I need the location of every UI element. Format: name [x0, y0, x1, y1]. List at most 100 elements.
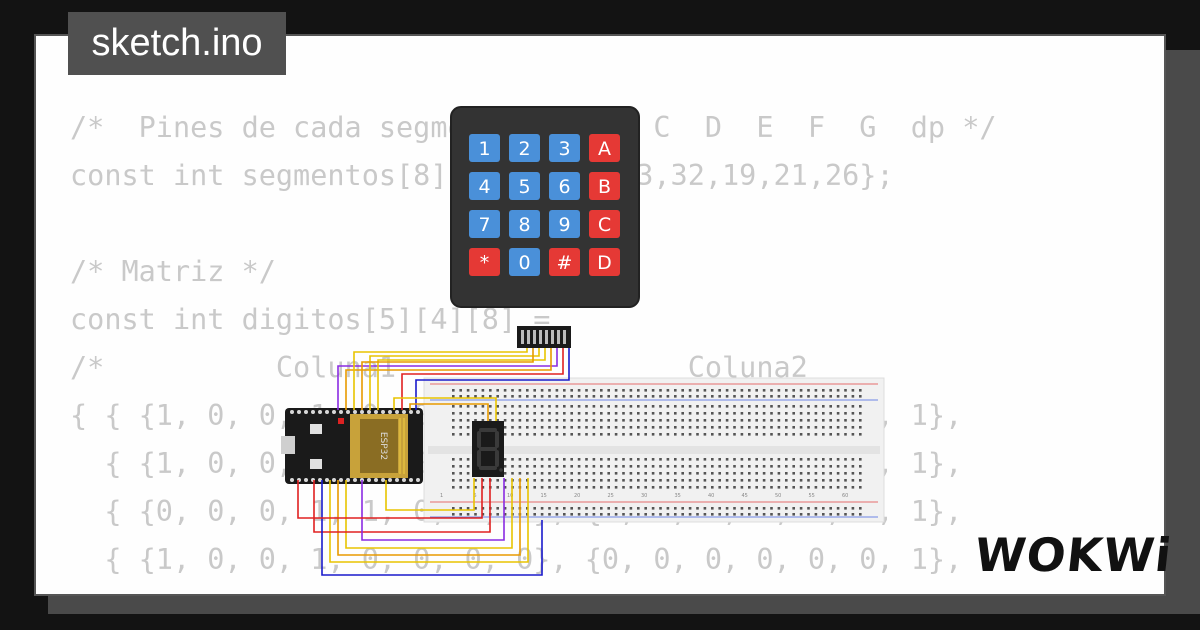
breadboard-hole — [696, 507, 699, 510]
breadboard-hole — [666, 458, 670, 461]
breadboard-hole — [496, 479, 499, 482]
breadboard-hole — [681, 412, 684, 415]
key-7[interactable]: 7 — [469, 210, 500, 238]
breadboard-hole — [644, 486, 647, 489]
key-9[interactable]: 9 — [549, 210, 580, 238]
breadboard-hole — [637, 458, 640, 461]
breadboard-hole — [489, 412, 492, 415]
breadboard-hole — [548, 507, 551, 510]
breadboard-hole — [585, 433, 588, 436]
breadboard-hole — [503, 412, 507, 415]
breadboard-hole — [496, 395, 499, 398]
key-A[interactable]: A — [589, 134, 620, 162]
key-3[interactable]: 3 — [549, 134, 580, 162]
breadboard-hole — [548, 472, 551, 475]
breadboard-hole — [585, 513, 588, 516]
key-8[interactable]: 8 — [509, 210, 540, 238]
keypad-pin — [551, 330, 554, 344]
breadboard-hole — [688, 395, 692, 398]
breadboard-hole — [466, 412, 470, 415]
breadboard-hole — [844, 426, 847, 429]
key-1[interactable]: 1 — [469, 134, 500, 162]
breadboard-hole — [844, 486, 847, 489]
breadboard-hole — [696, 405, 699, 408]
esp32-pin — [332, 410, 336, 414]
key-#[interactable]: # — [549, 248, 580, 276]
esp32-board[interactable]: ESP32 — [281, 408, 423, 484]
key-0[interactable]: 0 — [509, 248, 540, 276]
breadboard-hole — [718, 389, 721, 392]
breadboard-hole — [481, 389, 485, 392]
breadboard-hole — [859, 405, 862, 408]
breadboard-hole — [614, 395, 618, 398]
esp32-pin — [388, 478, 392, 482]
breadboard-hole — [518, 405, 522, 408]
breadboard-hole — [511, 412, 514, 415]
breadboard-hole — [792, 513, 795, 516]
breadboard-hole — [644, 433, 647, 436]
breadboard-hole — [659, 465, 662, 468]
breadboard-hole — [836, 458, 840, 461]
key-B[interactable]: B — [589, 172, 620, 200]
breadboard-hole — [540, 395, 544, 398]
key-C[interactable]: C — [589, 210, 620, 238]
key-4[interactable]: 4 — [469, 172, 500, 200]
breadboard-hole — [688, 507, 692, 510]
key-5[interactable]: 5 — [509, 172, 540, 200]
breadboard-hole — [577, 395, 581, 398]
breadboard-hole — [548, 458, 551, 461]
breadboard-hole — [814, 412, 818, 415]
breadboard-hole — [600, 472, 603, 475]
breadboard-hole — [459, 395, 462, 398]
seven-segment-display[interactable] — [472, 421, 504, 477]
breadboard-hole — [585, 419, 588, 422]
key-D[interactable]: D — [589, 248, 620, 276]
breadboard-hole — [533, 395, 536, 398]
breadboard-hole — [777, 419, 781, 422]
breadboard-hole — [600, 426, 603, 429]
breadboard-hole — [696, 412, 699, 415]
key-*[interactable]: * — [469, 248, 500, 276]
key-label: D — [597, 252, 612, 274]
breadboard-hole — [814, 395, 818, 398]
breadboard-hole — [629, 479, 633, 482]
breadboard-hole — [762, 412, 766, 415]
breadboard-hole — [740, 513, 744, 516]
breadboard-hole — [555, 472, 559, 475]
breadboard-hole — [711, 507, 714, 510]
breadboard-hole — [622, 419, 625, 422]
breadboard-hole — [548, 486, 551, 489]
breadboard-hole — [622, 433, 625, 436]
key-6[interactable]: 6 — [549, 172, 580, 200]
esp32-pin — [325, 478, 329, 482]
breadboard-hole — [799, 405, 803, 408]
esp32-pin — [297, 410, 301, 414]
breadboard-hole — [555, 507, 559, 510]
file-name-tag[interactable]: sketch.ino — [68, 12, 286, 75]
wire — [321, 480, 543, 576]
breadboard-hole — [614, 412, 618, 415]
breadboard-hole — [555, 419, 559, 422]
breadboard-hole — [829, 389, 832, 392]
breadboard-hole — [814, 419, 818, 422]
breadboard-hole — [688, 419, 692, 422]
breadboard-hole — [548, 465, 551, 468]
esp32-pin — [360, 410, 364, 414]
key-2[interactable]: 2 — [509, 134, 540, 162]
breadboard-hole — [814, 486, 818, 489]
breadboard-hole — [637, 486, 640, 489]
breadboard-hole — [659, 433, 662, 436]
breadboard-hole — [614, 405, 618, 408]
breadboard-hole — [563, 412, 566, 415]
breadboard-hole — [681, 458, 684, 461]
breadboard-hole — [540, 486, 544, 489]
breadboard-hole — [511, 395, 514, 398]
breadboard-hole — [481, 486, 485, 489]
breadboard-hole — [740, 479, 744, 482]
breadboard-hole — [666, 465, 670, 468]
breadboard-hole — [755, 479, 758, 482]
breadboard-hole — [518, 412, 522, 415]
breadboard-hole — [688, 389, 692, 392]
breadboard-hole — [725, 513, 729, 516]
